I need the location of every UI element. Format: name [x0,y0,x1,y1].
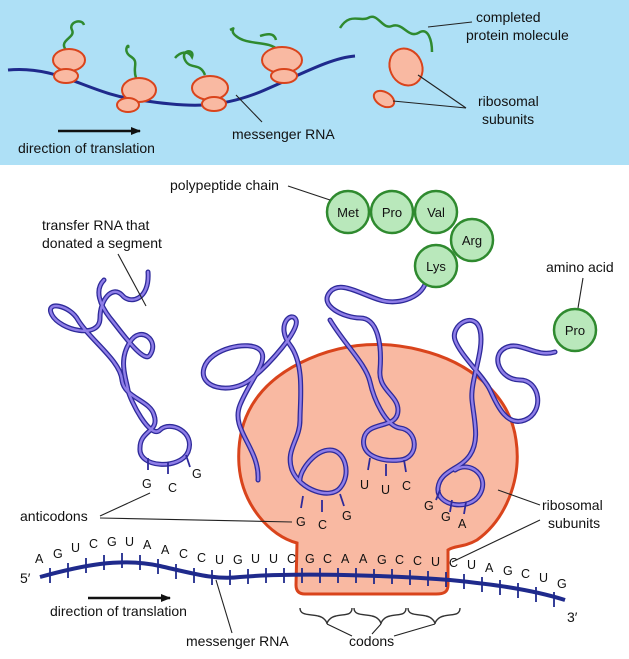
mrna-base-22: C [413,554,422,568]
main-messenger-rna-label: messenger RNA [186,633,289,649]
five-prime-label: 5′ [20,570,31,586]
anticodon-4-base-2: G [441,510,451,524]
top-ribosome-1 [52,20,86,84]
mrna-base-5: G [107,535,117,549]
mrna-base-11: U [215,553,224,567]
amino-acid-pro-label: Pro [382,205,402,220]
amino-acid-pro [369,189,415,235]
trna-4: G G A [424,317,558,531]
trna-3: U U C [324,279,429,497]
mrna-base-26: A [485,561,494,575]
mrna-bases: A G U C G U A A C C U G U U C G C A A G … [35,535,567,591]
mrna-base-18: A [341,552,350,566]
polypeptide-chain: Met Pro Val Arg Lys [325,189,495,289]
free-amino-acid [552,307,598,353]
anticodon-3-base-1: U [360,478,369,492]
trna-label-2: donated a segment [42,235,162,251]
amino-acid-label: amino acid [546,259,614,275]
trna-1: G C G [47,269,202,495]
anticodon-3-base-3: C [402,479,411,493]
three-prime-label: 3′ [567,609,578,625]
amino-acid-met [325,189,371,235]
mrna-base-20: G [377,553,387,567]
anticodon-1-base-2: C [168,481,177,495]
main-ribosomal-subunits-label-1: ribosomal [542,497,603,513]
anticodon-1-base-3: G [192,467,202,481]
main-ribosomal-subunits-label-2: subunits [548,515,600,531]
mrna-strand [39,560,566,602]
mrna-base-19: A [359,552,368,566]
mrna-base-6: U [125,535,134,549]
polypeptide-chain-label: polypeptide chain [170,177,279,193]
mrna-base-28: C [521,567,530,581]
amino-acid-val [413,189,459,235]
mrna-base-23: U [431,555,440,569]
anticodon-4-base-3: A [458,517,467,531]
trna-label-1: transfer RNA that [42,217,149,233]
mrna-base-13: U [251,552,260,566]
mrna-base-4: C [89,537,98,551]
top-panel: completed protein molecule ribosomal sub… [0,0,629,165]
mrna-base-7: A [143,538,152,552]
mrna-base-8: A [161,543,170,557]
mrna-base-21: C [395,553,404,567]
top-ribosome-4 [229,27,303,84]
anticodon-4-base-1: G [424,499,434,513]
amino-acid-arg-label: Arg [462,233,482,248]
mrna-base-29: U [539,571,548,585]
mrna-base-14: U [269,552,278,566]
mrna-base-12: G [233,553,243,567]
anticodons-label: anticodons [20,508,88,524]
mrna-base-2: G [53,547,63,561]
amino-acid-met-label: Met [337,205,359,220]
completed-protein [338,15,434,53]
codons-label: codons [349,633,394,649]
top-messenger-rna-label: messenger RNA [232,126,335,142]
amino-acid-arg [449,217,495,263]
top-ribosomal-subunits-label-2: subunits [482,111,534,127]
mrna-base-17: C [323,552,332,566]
amino-acid-lys-label: Lys [426,259,446,274]
mrna-base-16: G [305,552,315,566]
anticodon-3-base-2: U [381,483,390,497]
mrna-base-27: G [503,564,513,578]
free-small-subunit [372,89,396,109]
anticodon-2-base-2: C [318,518,327,532]
main-direction-label: direction of translation [50,603,187,619]
main-panel: A G U C G U A A C C U G U U C G C A A G … [20,177,614,649]
trna-2: G C G [200,314,352,532]
completed-protein-label-1: completed [476,9,541,25]
anticodon-1-base-1: G [142,477,152,491]
mrna-base-15: C [287,552,296,566]
top-direction-label: direction of translation [18,140,155,156]
codon-braces [299,607,461,625]
top-ribosome-3 [174,50,229,112]
anticodon-2-base-1: G [296,515,306,529]
top-ribosome-2 [116,44,157,113]
completed-protein-label-2: protein molecule [466,27,569,43]
mrna-base-1: A [35,552,44,566]
mrna-base-3: U [71,541,80,555]
top-ribosomal-subunits-label-1: ribosomal [478,93,539,109]
mrna-base-30: G [557,577,567,591]
amino-acid-val-label: Val [427,205,445,220]
free-large-subunit [388,47,424,87]
mrna-ticks [49,553,555,607]
top-panel-background [0,0,629,165]
mrna-base-24: C [449,556,458,570]
mrna-base-9: C [179,547,188,561]
mrna-base-10: C [197,551,206,565]
mrna-base-25: U [467,558,476,572]
anticodon-2-base-3: G [342,509,352,523]
free-amino-acid-label: Pro [565,323,585,338]
amino-acid-lys [413,243,459,289]
